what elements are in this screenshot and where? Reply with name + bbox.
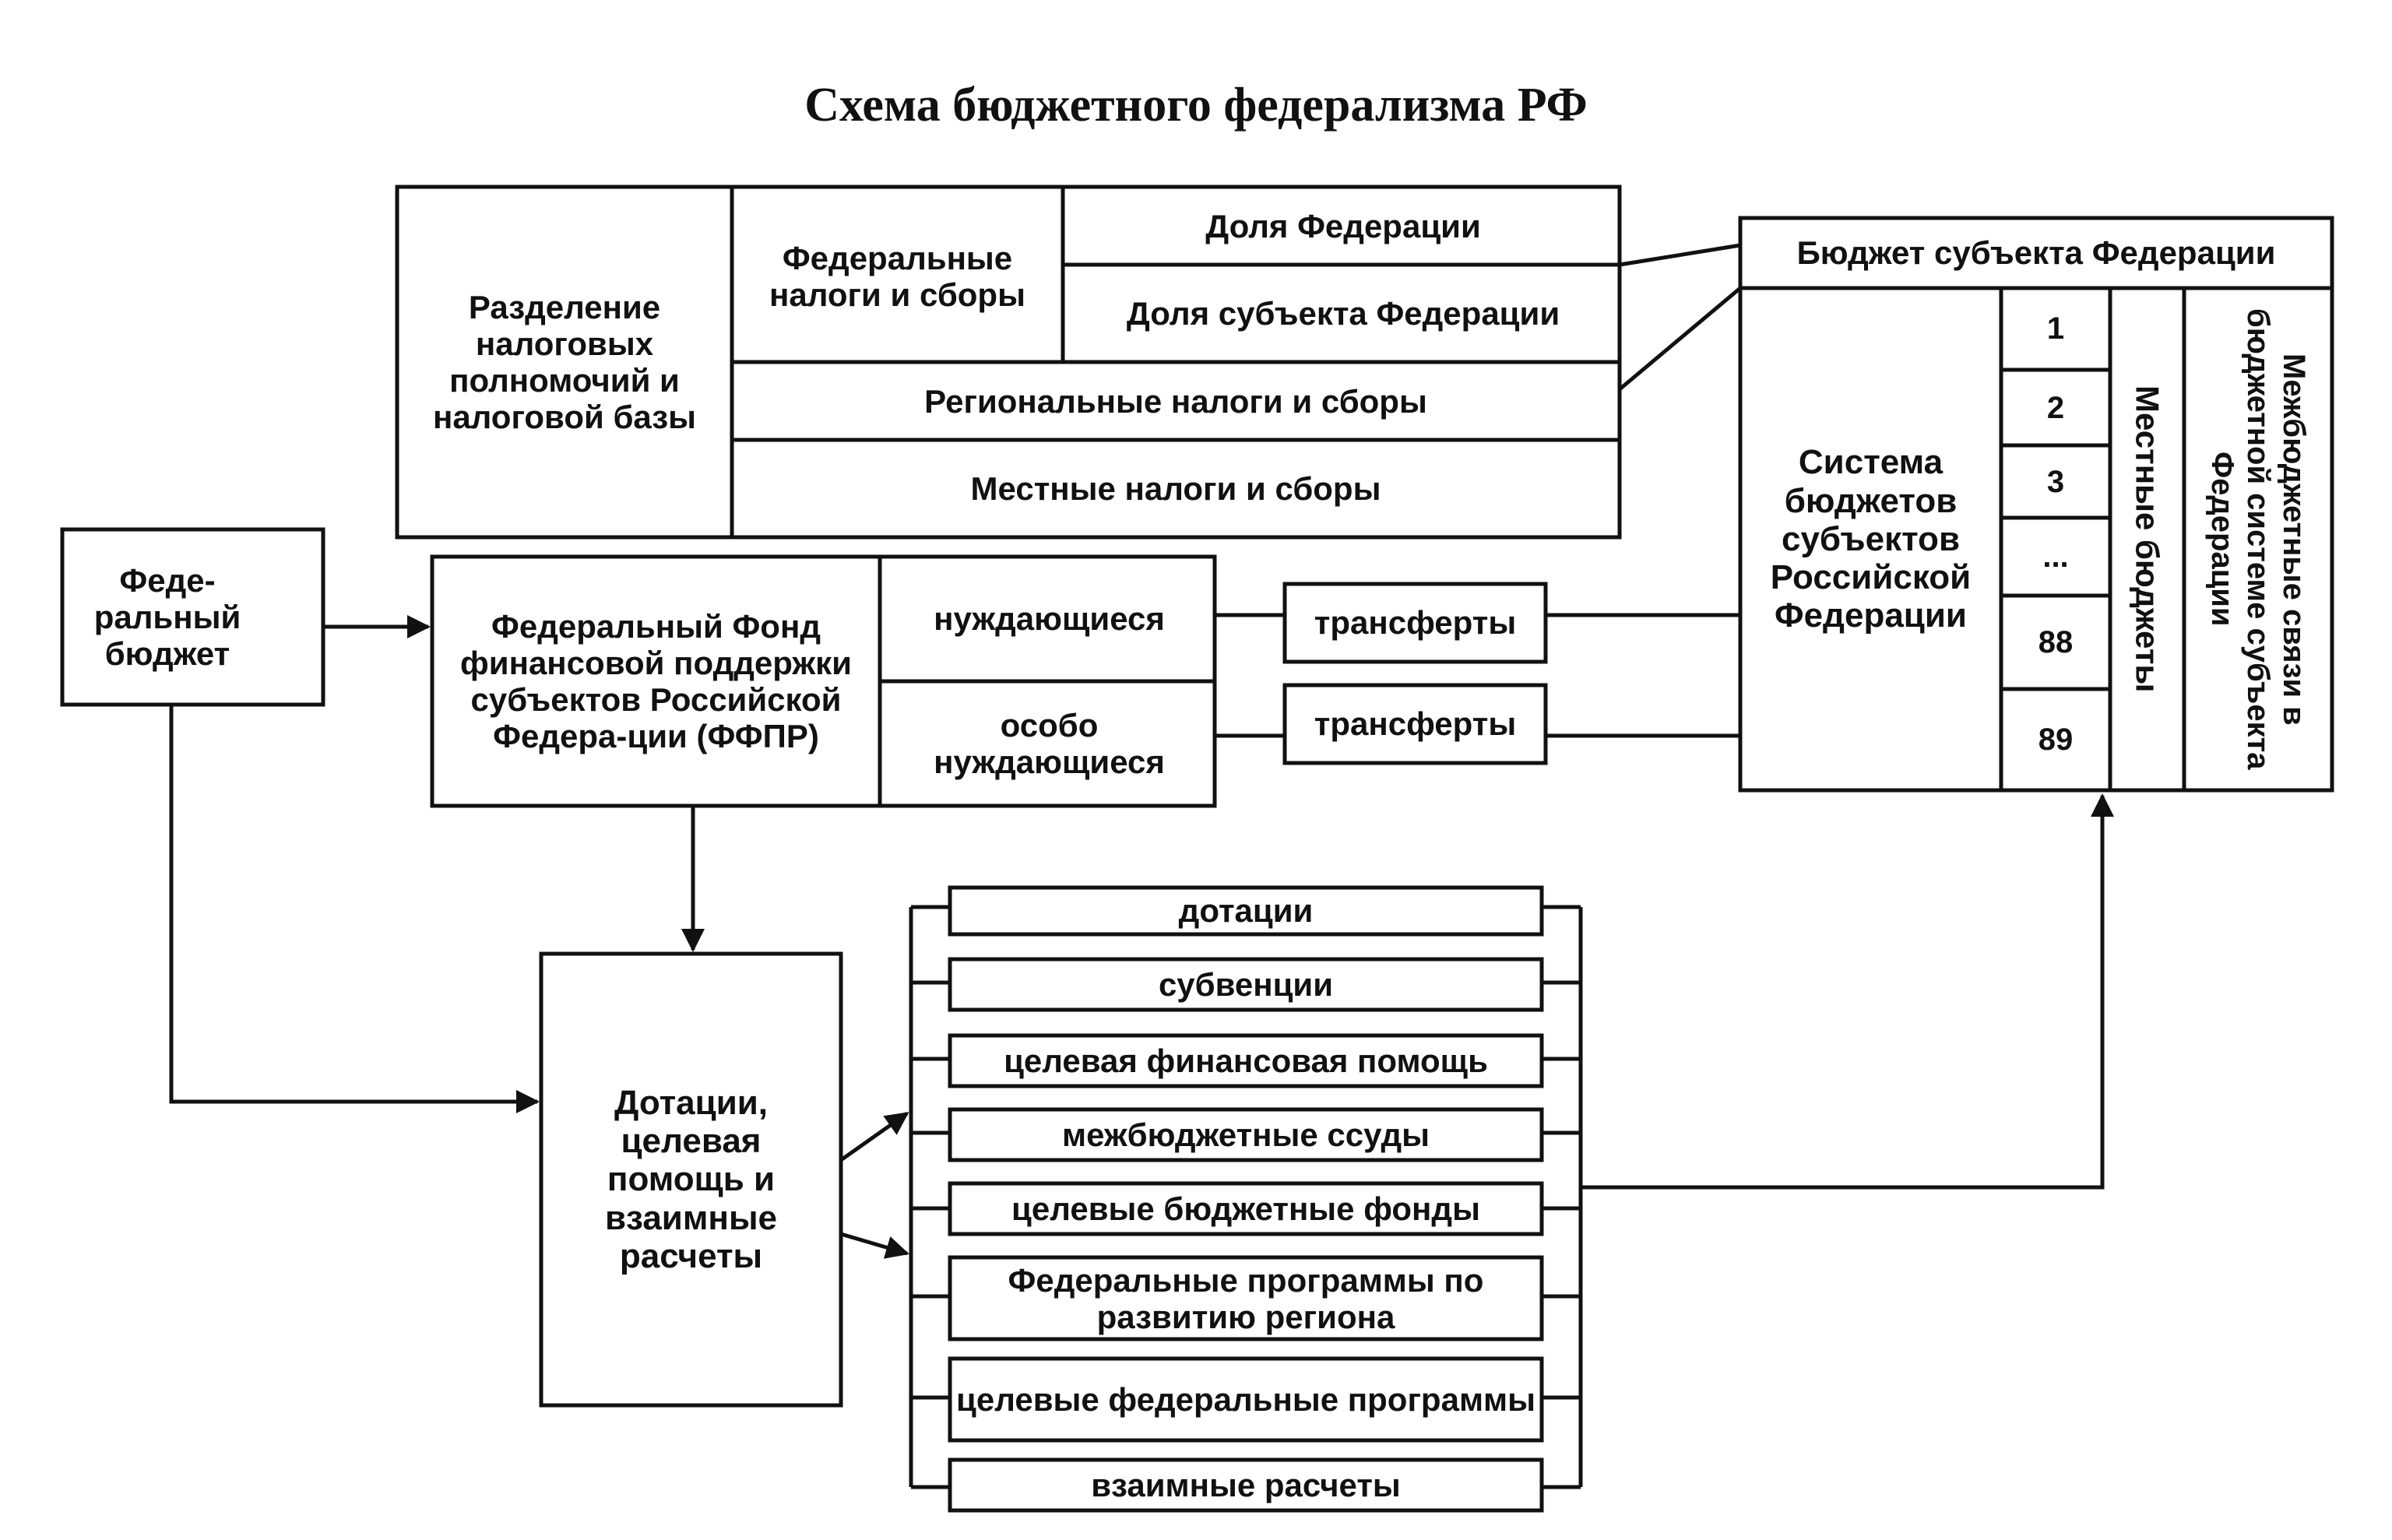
arrow-fedbudget-to-subsidies — [169, 705, 540, 1113]
subject-number-ellipsis: ... — [2042, 540, 2069, 575]
subject-budget-block — [1738, 216, 2334, 793]
instrument-regional-programs: Федеральные программы по развитию регион… — [1008, 1261, 1484, 1335]
regional-taxes-label: Региональные налоги и сборы — [924, 383, 1427, 420]
instrument-loans: межбюджетные ссуды — [1062, 1116, 1430, 1154]
transfer-box-1 — [1282, 582, 1548, 664]
needy-label: нуждающиеся — [934, 600, 1165, 638]
arrow-instruments-to-subject — [1581, 793, 2114, 1190]
subject-number-89: 89 — [2038, 723, 2074, 758]
instrument-subventions: субвенции — [1158, 966, 1334, 1004]
subject-number-1: 1 — [2046, 311, 2065, 346]
page-title: Схема бюджетного федерализма РФ — [804, 79, 1588, 132]
transfer-box-2 — [1282, 683, 1548, 765]
budget-system-label: Система бюджетов субъектов Российской Фе… — [1770, 443, 1972, 635]
instrument-budget-funds: целевые бюджетные фонды — [1011, 1190, 1480, 1228]
federal-budget-label: Феде-ральный бюджет — [93, 561, 241, 673]
transfer-label-1: трансферты — [1314, 604, 1517, 642]
local-taxes-label: Местные налоги и сборы — [970, 469, 1381, 507]
ffpr-label: Федеральный Фонд финансовой поддержки су… — [460, 607, 852, 755]
subsidies-box — [539, 951, 843, 1408]
federal-budget-box — [60, 527, 325, 707]
subject-number-3: 3 — [2046, 464, 2065, 499]
especially-needy-label: особо нуждающиеся — [934, 706, 1165, 780]
arrow-subsidies-to-instruments-1 — [839, 1111, 909, 1162]
instrument-mutual-settlements: взаимные расчеты — [1091, 1467, 1401, 1504]
instrument-targeted-aid: целевая финансовая помощь — [1004, 1042, 1488, 1080]
arrow-subsidies-to-instruments-2 — [840, 1232, 909, 1259]
federation-share-label: Доля Федерации — [1205, 208, 1481, 245]
interbudget-links-label: Межбюджетные связи в бюджетной системе с… — [2205, 308, 2311, 770]
instrument-box — [948, 885, 1544, 937]
subject-budget-label: Бюджет субъекта Федерации — [1796, 234, 2276, 272]
instrument-subsidies: дотации — [1178, 892, 1314, 930]
subject-number-88: 88 — [2038, 625, 2074, 660]
instrument-federal-programs: целевые федеральные программы — [956, 1381, 1535, 1419]
federal-taxes-label: Федеральные налоги и сборы — [769, 239, 1025, 313]
tax-split-label: Разделение налоговых полномочий и налого… — [432, 288, 697, 436]
subsidies-label: Дотации, целевая помощь и взаимные расче… — [604, 1083, 778, 1275]
subject-share-label: Доля субъекта Федерации — [1126, 294, 1560, 332]
transfer-label-2: трансферты — [1314, 705, 1517, 743]
local-budgets-label: Местные бюджеты — [2129, 385, 2166, 693]
subject-number-2: 2 — [2046, 390, 2065, 425]
